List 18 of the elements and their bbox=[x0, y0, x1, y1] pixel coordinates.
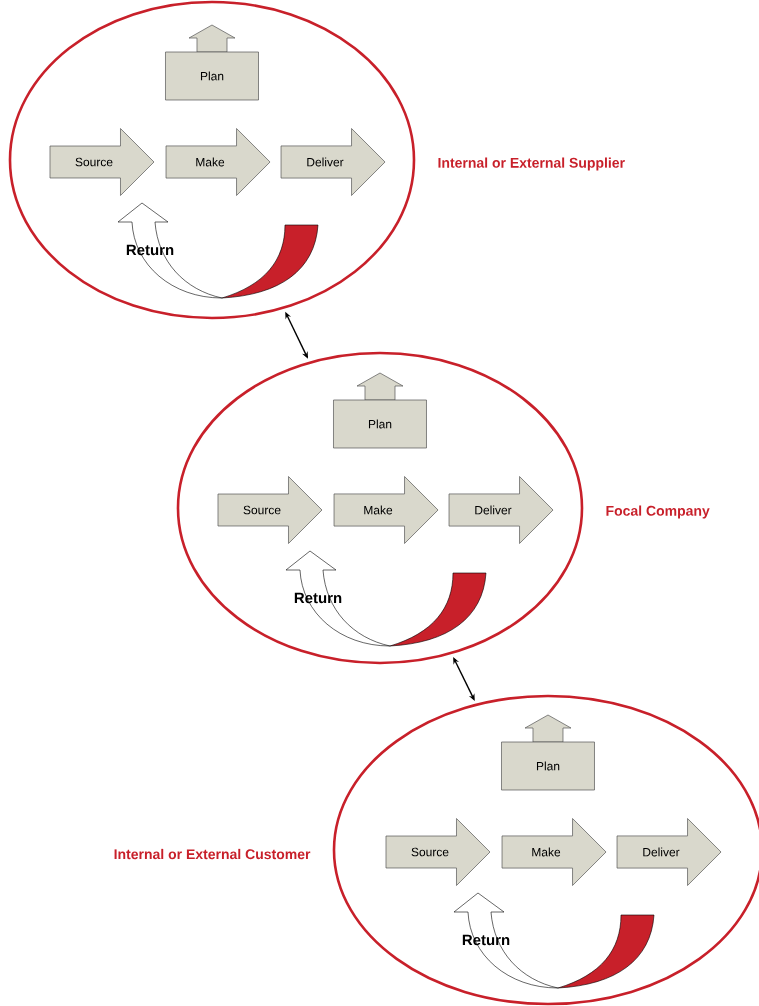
return-label: Return bbox=[462, 934, 510, 946]
plan-box: Plan bbox=[333, 372, 427, 449]
company-label: Internal or External Supplier bbox=[438, 157, 625, 171]
process-step: Deliver bbox=[280, 128, 386, 196]
plan-box: Plan bbox=[501, 714, 595, 791]
process-step: Source bbox=[49, 128, 155, 196]
company-label: Internal or External Customer bbox=[114, 848, 311, 860]
return-label: Return bbox=[126, 244, 174, 256]
return-label: Return bbox=[294, 592, 342, 604]
process-step: Deliver bbox=[616, 818, 722, 886]
process-step: Source bbox=[385, 818, 491, 886]
plan-box: Plan bbox=[165, 24, 259, 101]
process-step: Deliver bbox=[448, 476, 554, 544]
process-step: Make bbox=[501, 818, 607, 886]
process-step: Make bbox=[333, 476, 439, 544]
process-step: Source bbox=[217, 476, 323, 544]
company-label: Focal Company bbox=[606, 505, 710, 519]
process-step: Make bbox=[165, 128, 271, 196]
